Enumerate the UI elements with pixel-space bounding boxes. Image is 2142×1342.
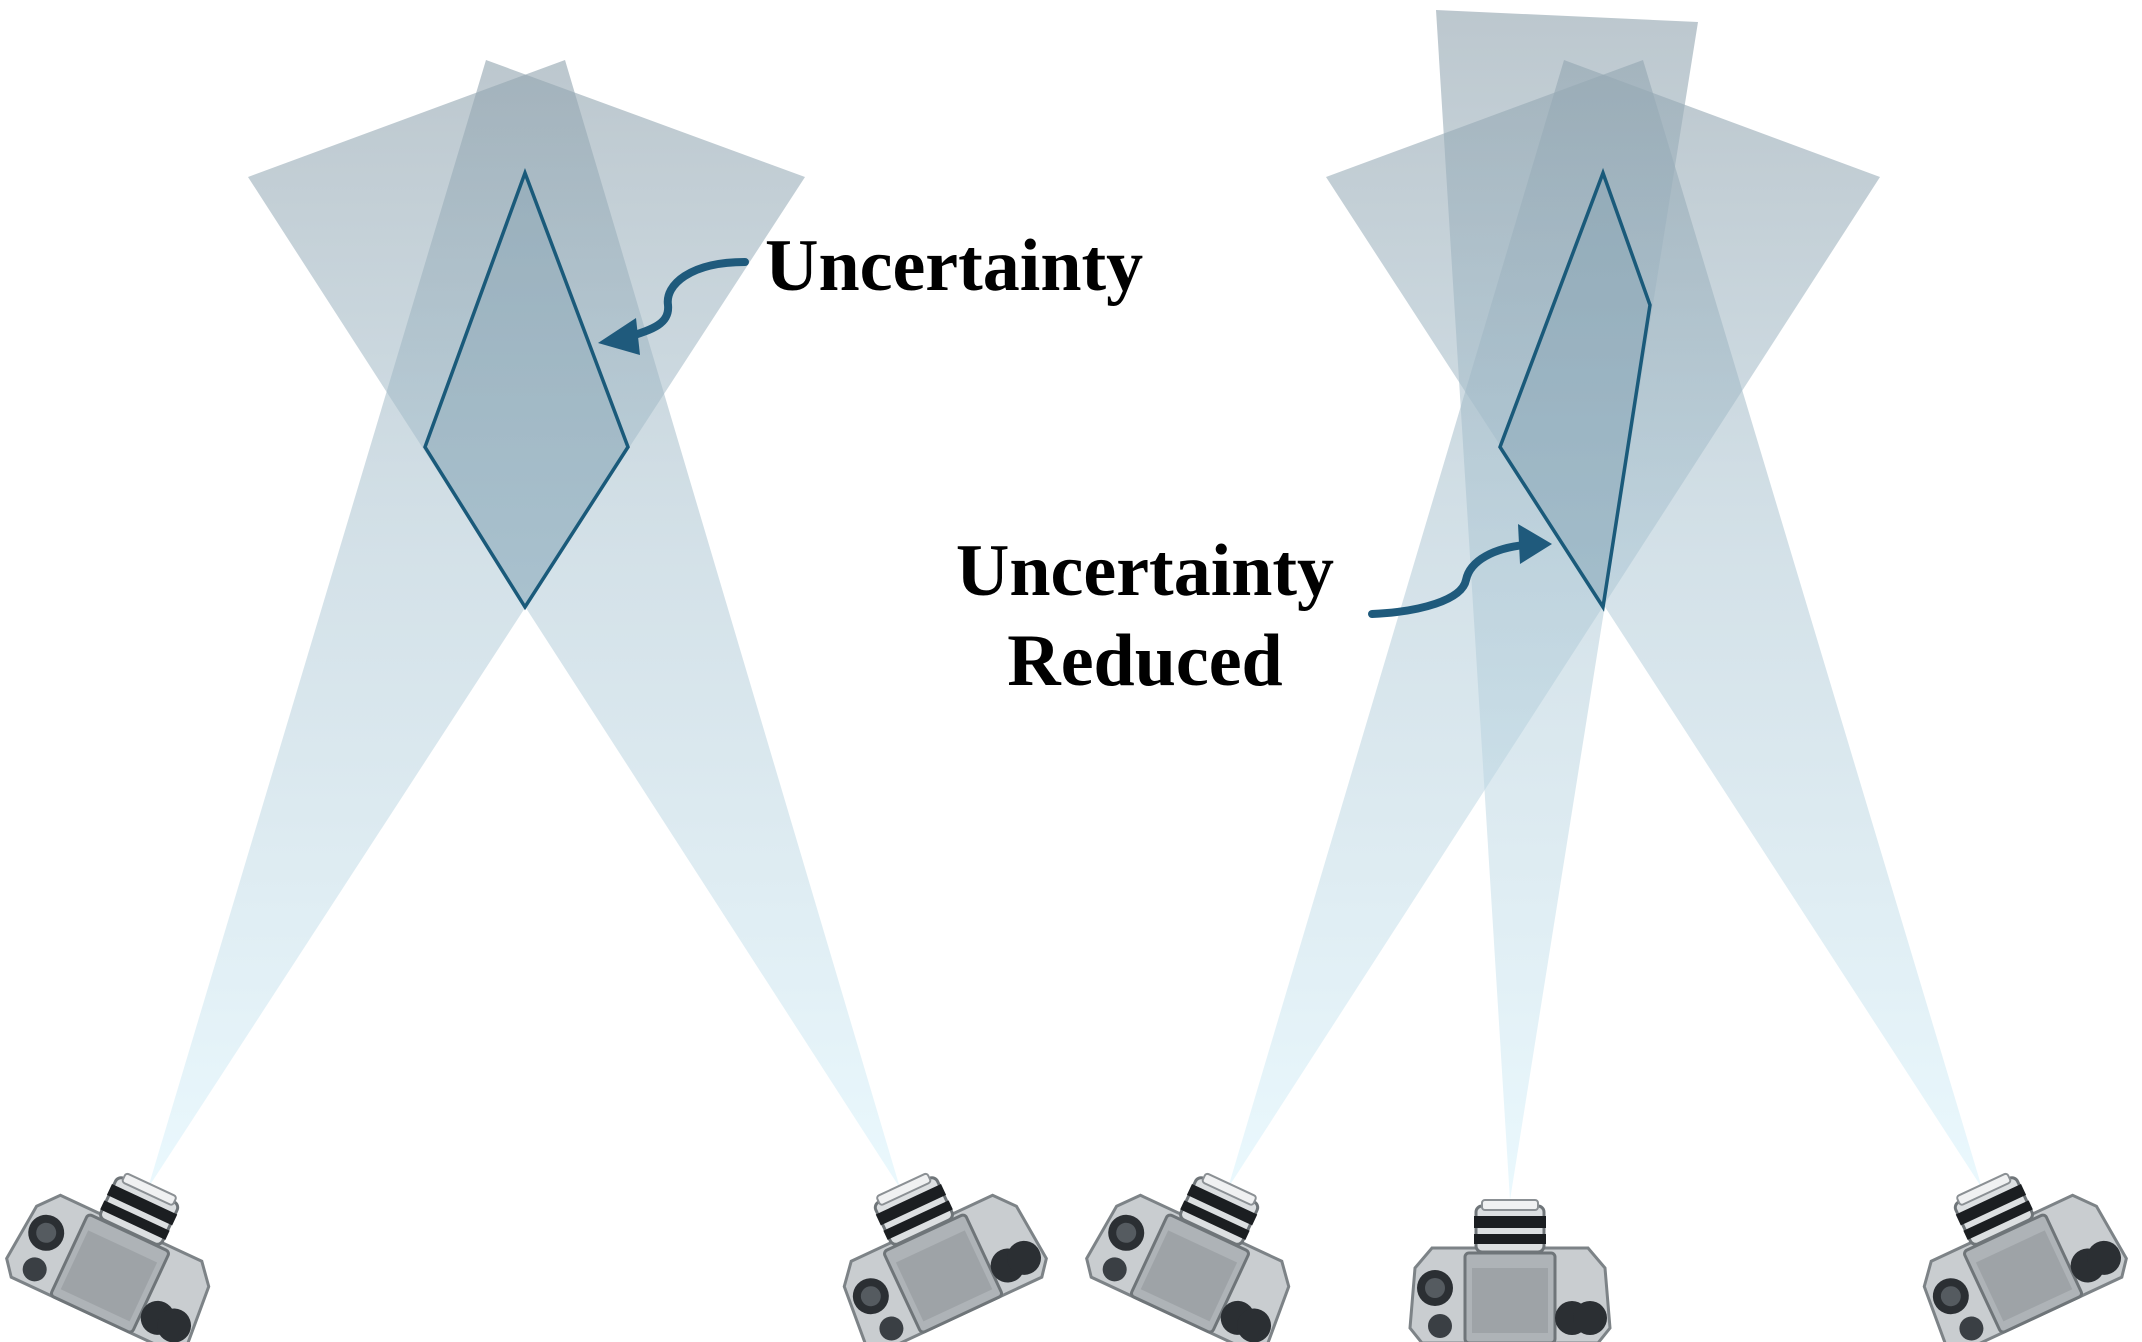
left-camera-2-frustum [248, 60, 900, 1188]
camera-icon [809, 1140, 1055, 1342]
uncertainty-arrow [621, 258, 749, 342]
right-scene: Uncertainty Reduced [956, 10, 2135, 1342]
camera-icon [1889, 1140, 2135, 1342]
camera-icon [0, 1140, 244, 1342]
reduced-uncertainty-region [1498, 167, 1652, 612]
reduced-uncertainty-arrow-head [1518, 524, 1552, 564]
left-scene: Uncertainty [0, 60, 1143, 1342]
right-camera-2-frustum [1436, 10, 1698, 1200]
camera-icon [1408, 1198, 1612, 1342]
uncertainty-label: Uncertainty [765, 225, 1143, 307]
camera-icon [1078, 1140, 1324, 1342]
reduced-uncertainty-label-line2: Reduced [1007, 620, 1282, 702]
reduced-uncertainty-label-line1: Uncertainty [956, 530, 1334, 612]
uncertainty-region [423, 167, 630, 611]
reduced-uncertainty-arrow [1368, 541, 1529, 618]
uncertainty-arrow-head [598, 318, 640, 355]
